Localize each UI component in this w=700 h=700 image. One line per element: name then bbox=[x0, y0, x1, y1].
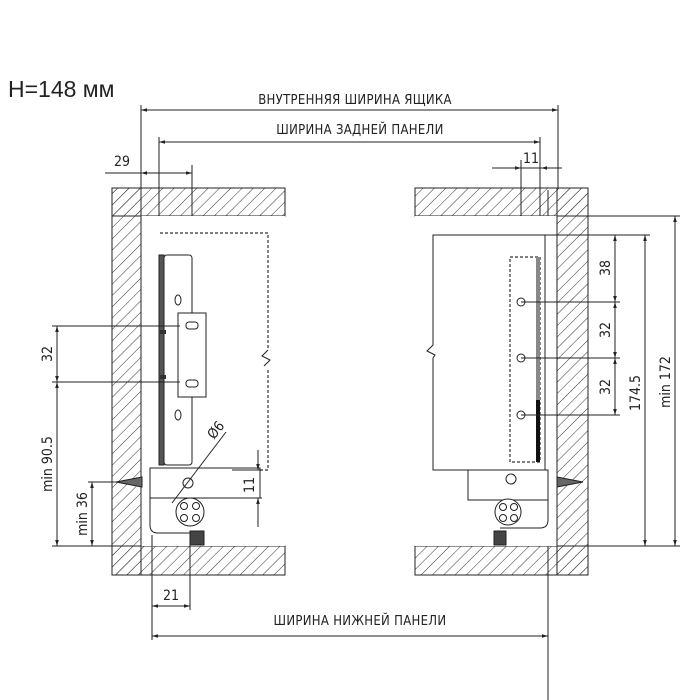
screw-icon bbox=[115, 476, 143, 488]
drawer-height-title: H=148 мм bbox=[8, 76, 114, 102]
dim-38: 38 bbox=[598, 260, 614, 276]
dim-32-left: 32 bbox=[40, 346, 56, 362]
dim-min-36: min 36 bbox=[75, 492, 91, 536]
bottom-panel-left bbox=[111, 545, 286, 576]
bottom-runner bbox=[149, 467, 261, 499]
dim-11-bottom: 11 bbox=[242, 477, 258, 493]
screw-icon bbox=[556, 476, 584, 488]
adjuster-plate bbox=[177, 312, 207, 398]
drawer-side-panel bbox=[426, 234, 546, 471]
locking-device bbox=[175, 497, 205, 527]
right-cabinet-section bbox=[414, 187, 589, 576]
runner-rail bbox=[158, 254, 165, 466]
dim-174-5: 174.5 bbox=[628, 375, 644, 411]
dim-32b: 32 bbox=[598, 379, 614, 395]
dim-29: 29 bbox=[114, 154, 130, 170]
dim-min-172: min 172 bbox=[658, 356, 674, 408]
inner-width-label: ВНУТРЕННЯЯ ШИРИНА ЯЩИКА bbox=[258, 93, 452, 108]
dim-min-90-5: min 90.5 bbox=[40, 436, 56, 492]
bottom-panel-width-label: ШИРИНА НИЖНЕЙ ПАНЕЛИ bbox=[274, 613, 447, 629]
dim-11-top: 11 bbox=[523, 151, 539, 167]
diameter-leader bbox=[171, 431, 227, 504]
drawer-side-outline bbox=[150, 232, 269, 471]
dim-21: 21 bbox=[163, 588, 179, 604]
side-wall-right bbox=[556, 187, 589, 576]
dim-32a: 32 bbox=[598, 322, 614, 338]
back-panel-width-label: ШИРИНА ЗАДНЕЙ ПАНЕЛИ bbox=[276, 122, 443, 138]
bottom-panel-right bbox=[414, 545, 589, 576]
